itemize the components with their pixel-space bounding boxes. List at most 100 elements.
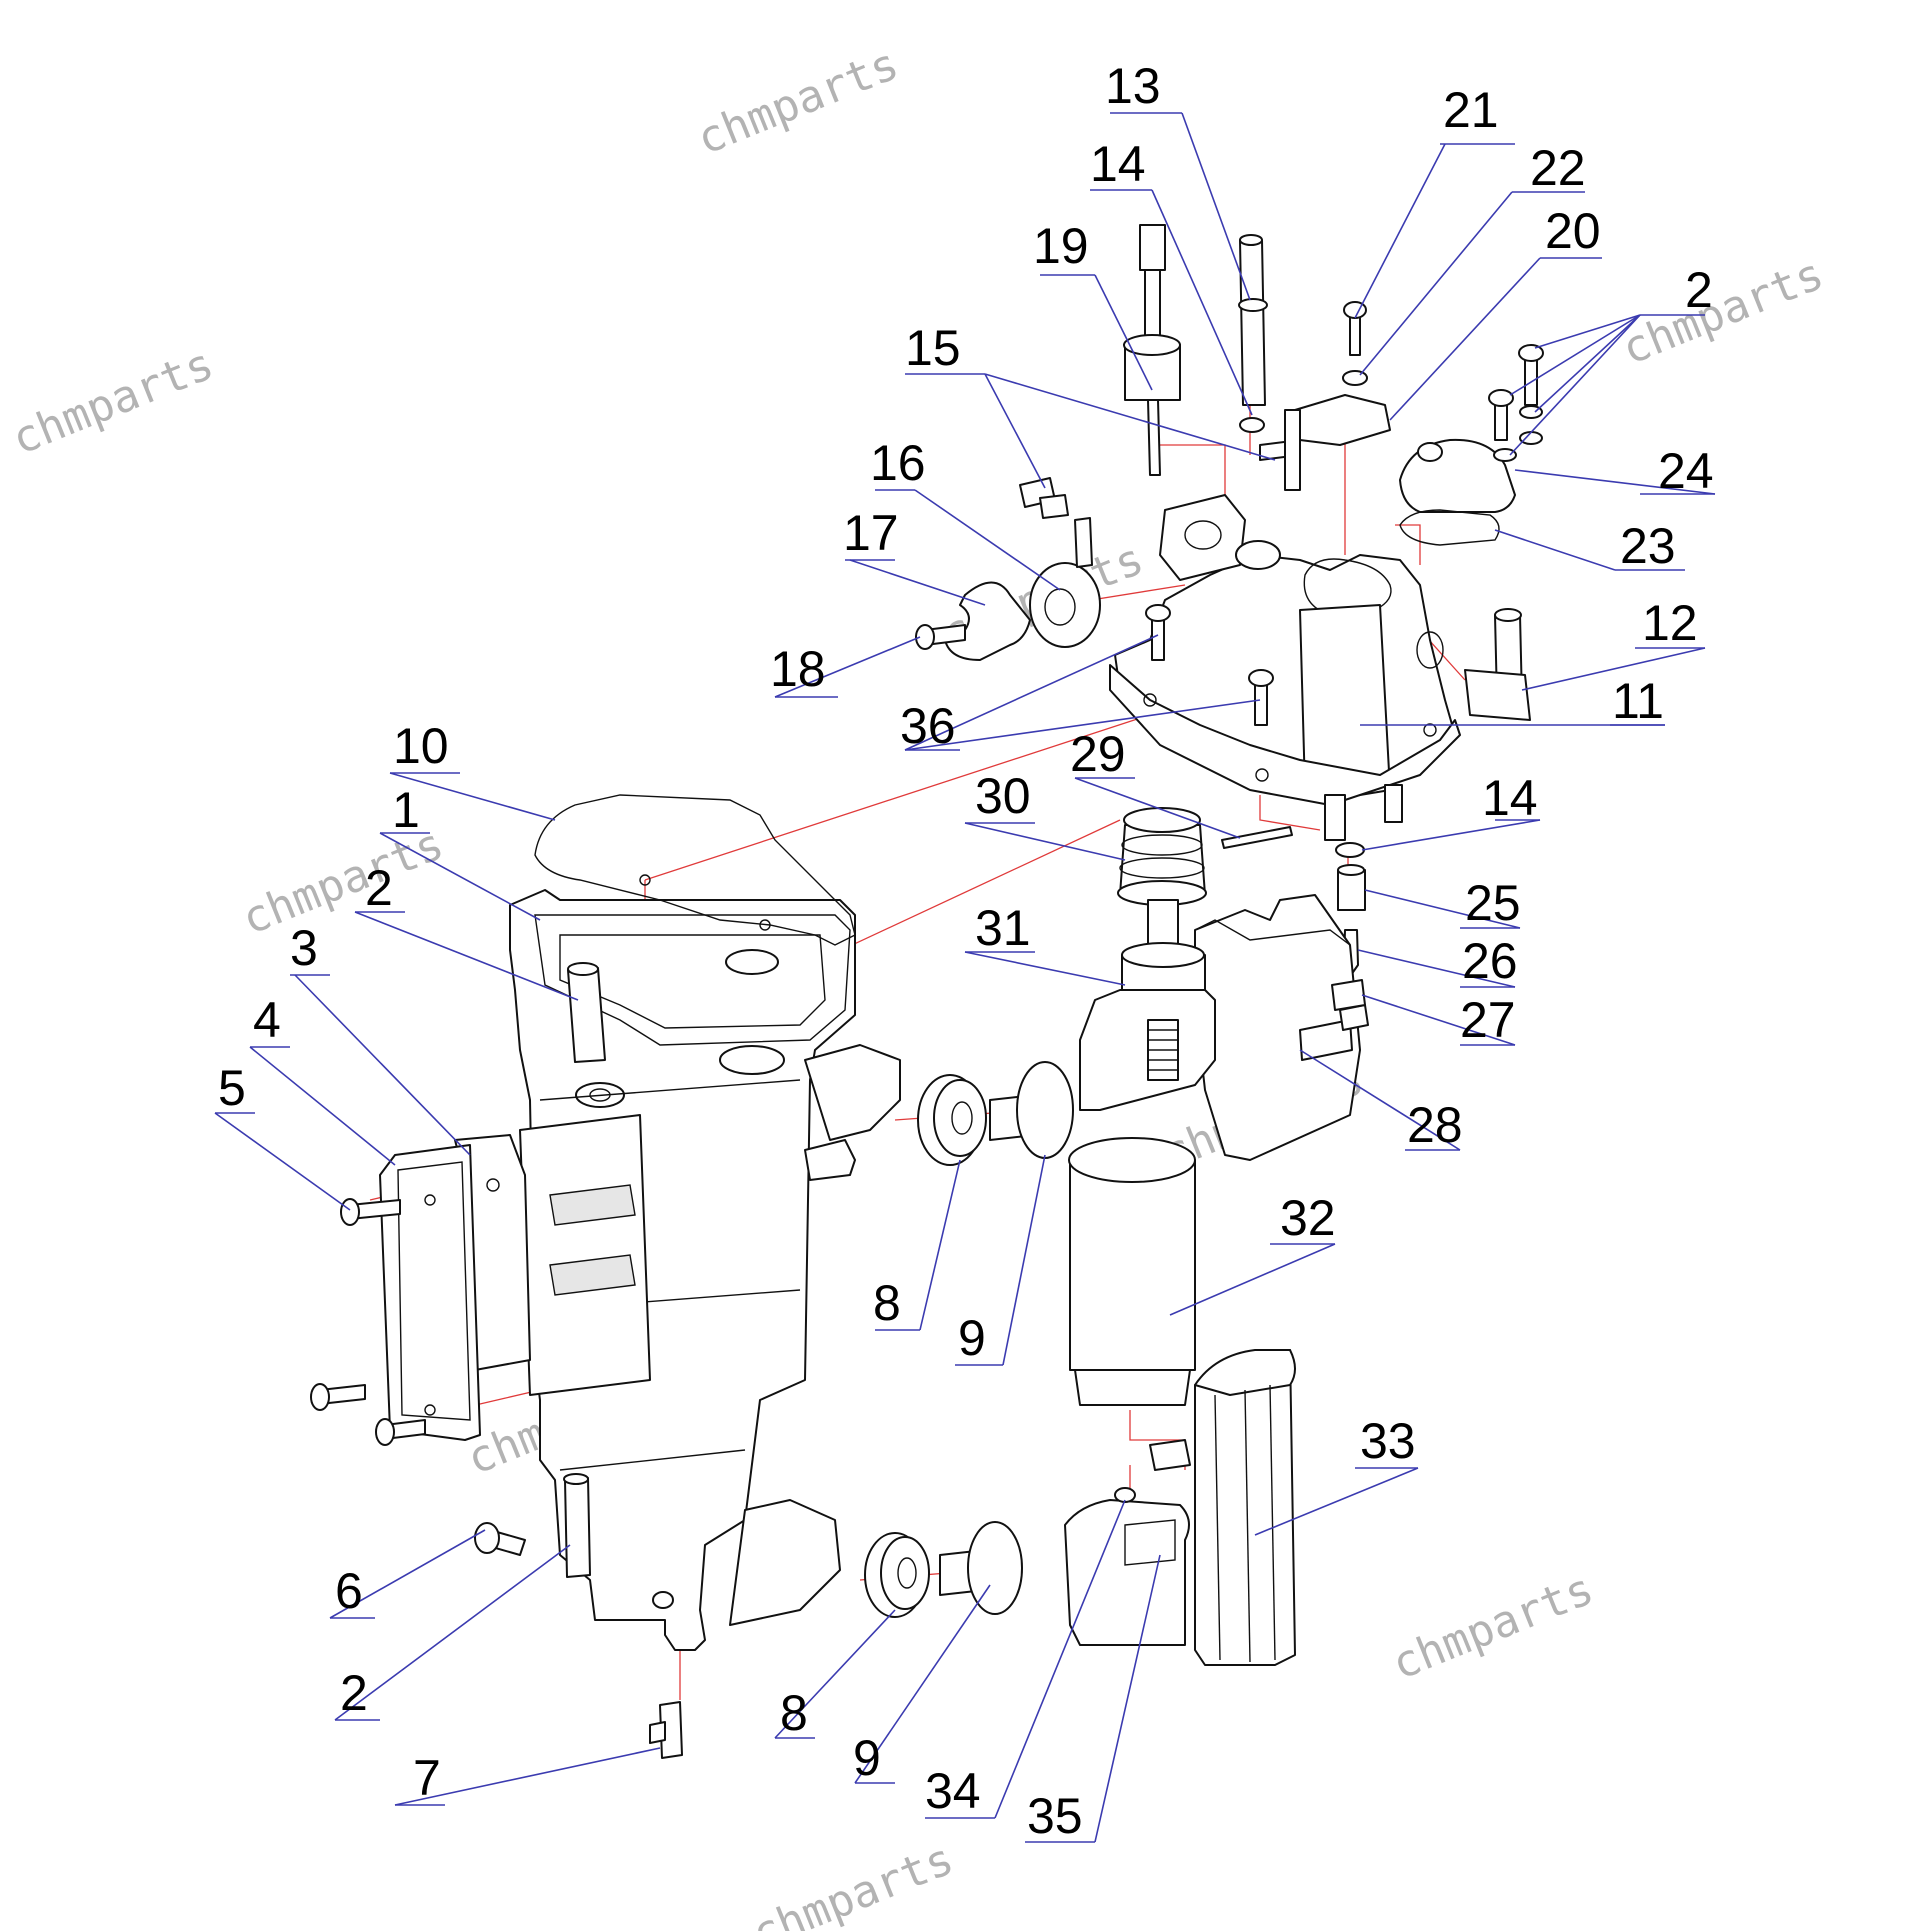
leader-4	[249, 1046, 396, 1166]
grommet-8-upper-hole	[951, 1101, 973, 1135]
housing-right-bracket-lower	[729, 1499, 841, 1626]
housing-rib-3	[559, 1449, 746, 1471]
callout-7: 7	[413, 1750, 441, 1806]
gasket-outline	[534, 794, 856, 946]
elbow-7-branch	[649, 1721, 666, 1744]
centerline-cover-23	[1395, 524, 1421, 565]
leader-2a-2	[1509, 314, 1641, 396]
leader-27	[1361, 994, 1516, 1046]
foot-35-tab	[1149, 1439, 1191, 1471]
callout-35: 35	[1027, 1788, 1083, 1844]
screw-36b-head	[1248, 669, 1274, 687]
part-20-fitting	[1259, 394, 1391, 491]
washer-2b	[1519, 431, 1543, 445]
callout-16: 16	[870, 435, 926, 491]
part-33-filter	[1194, 1349, 1296, 1666]
centerline-upper-gasket	[644, 704, 1181, 881]
oring-23-shape	[1399, 509, 1500, 546]
housing-right-stub	[804, 1139, 856, 1181]
seal-30-ring-1	[1121, 834, 1203, 856]
callout-27: 27	[1460, 992, 1516, 1048]
part-13-nozzle	[1238, 234, 1268, 406]
part-35-foot	[1064, 1439, 1191, 1646]
centerline-fuel-inlet	[1155, 444, 1226, 505]
screw-5-upper-head	[340, 1198, 360, 1226]
callout-23: 23	[1620, 518, 1676, 574]
fitting-20-body	[1294, 394, 1391, 446]
elbow-15-branch	[1039, 494, 1069, 519]
watermark-3: chmparts	[1615, 249, 1831, 376]
cover-flange-hole-1	[1143, 693, 1157, 707]
leader-20	[1389, 257, 1541, 421]
pipe-2-upper-top	[567, 962, 599, 976]
callout-18: 18	[770, 641, 826, 697]
leader-17	[849, 559, 986, 606]
collar-9-lower-flange	[967, 1521, 1023, 1615]
callout-underlines	[215, 112, 1715, 1843]
leader-2a-1	[1534, 314, 1641, 349]
cover-side-hole	[1416, 631, 1444, 669]
leader-25	[1364, 889, 1521, 929]
callout-32: 32	[1280, 1190, 1336, 1246]
bolt-6-head	[474, 1522, 500, 1554]
leader-1	[379, 832, 541, 921]
callout-3: 3	[290, 920, 318, 976]
fitting-12-block	[1464, 669, 1531, 721]
fitting-12-top	[1494, 608, 1522, 622]
part-30-seal	[1117, 807, 1207, 906]
housing-rib-1	[539, 1079, 801, 1101]
leader-13	[1181, 112, 1251, 301]
float-28-top-edge	[1194, 919, 1351, 946]
leader-22	[1359, 191, 1513, 376]
part-23-oring	[1399, 509, 1500, 546]
leader-18	[774, 636, 921, 698]
plunger-19-stem	[1144, 269, 1161, 341]
callout-33: 33	[1360, 1413, 1416, 1469]
callout-19: 19	[1033, 218, 1089, 274]
inlet-16-flange	[1029, 562, 1101, 648]
part-15-elbow	[1019, 477, 1069, 519]
callout-24: 24	[1658, 443, 1714, 499]
gasket-hole-2	[759, 919, 771, 931]
callout-10: 10	[393, 718, 449, 774]
part-34-screw	[1114, 1487, 1136, 1503]
leader-31	[964, 951, 1126, 986]
oring-14-lower	[1335, 842, 1365, 858]
part-19-plunger	[1123, 224, 1181, 476]
callout-28: 28	[1407, 1097, 1463, 1153]
callout-20: 20	[1545, 203, 1601, 259]
part-9-collar-upper	[989, 1061, 1074, 1159]
watermark-2: chmparts	[5, 339, 221, 466]
leader-36a	[904, 634, 1159, 751]
callout-17: 17	[843, 505, 899, 561]
leader-2a-3	[1534, 314, 1641, 413]
callout-5: 5	[218, 1060, 246, 1116]
callout-9-lower: 9	[853, 1730, 881, 1786]
leader-15b	[984, 373, 1276, 461]
leader-2c	[334, 1544, 571, 1721]
pump-32-body-top	[1068, 1137, 1196, 1183]
callout-1: 1	[392, 782, 420, 838]
callout-26: 26	[1462, 933, 1518, 989]
callout-8-lower: 8	[780, 1685, 808, 1741]
part-6-bolt	[474, 1522, 526, 1556]
part-36-screws	[1145, 604, 1274, 726]
grommet-8-lower-hole	[897, 1557, 917, 1589]
leader-15a	[984, 373, 1046, 489]
callout-2-top: 2	[1685, 262, 1713, 318]
leader-7	[394, 1747, 661, 1806]
part-9-collar-lower	[939, 1521, 1023, 1615]
cap-24-dome	[1417, 442, 1443, 462]
callout-31: 31	[975, 900, 1031, 956]
filter-33-rib-2	[1244, 1389, 1251, 1663]
centerline-29	[1259, 795, 1321, 831]
grommet-8-upper-mid	[933, 1079, 987, 1157]
cover-plate-shape	[379, 1144, 481, 1441]
part-2-pipes	[563, 962, 606, 1578]
washer-22	[1342, 370, 1368, 386]
screw-5-mid-head	[310, 1383, 330, 1411]
leader-lines	[214, 112, 1716, 1843]
callout-29: 29	[1070, 726, 1126, 782]
filter-33-rib-3	[1269, 1384, 1276, 1661]
callout-numbers: 13 21 14 22 20 19 2 15 24 16 23 17 12 18…	[218, 58, 1714, 1844]
